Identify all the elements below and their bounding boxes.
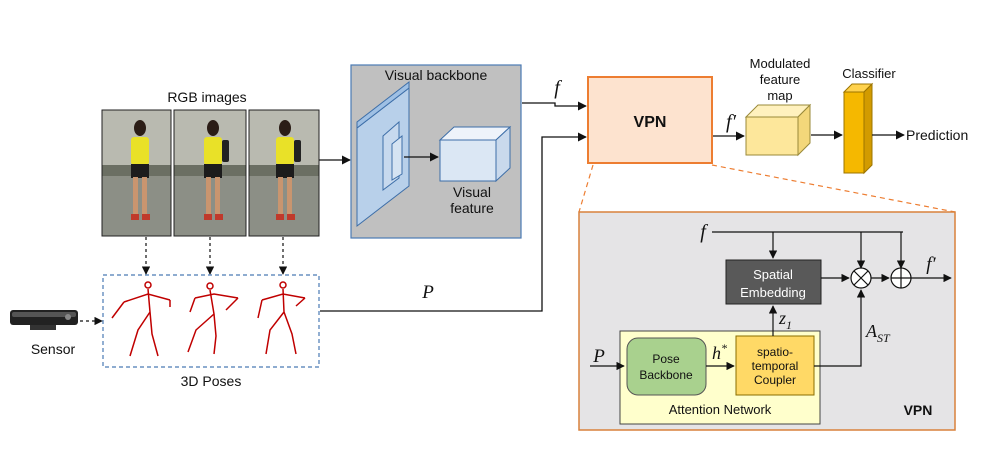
pose-backbone-label-1: Pose xyxy=(652,352,680,366)
pose-skeleton-1 xyxy=(111,281,171,357)
f-prime-inner-symbol: f′ xyxy=(926,254,936,275)
rgb-frame-3 xyxy=(248,109,320,237)
pose-backbone-block xyxy=(626,337,707,396)
p-inner-symbol: P xyxy=(592,346,605,367)
f-symbol: f xyxy=(554,77,562,99)
modulated-label-2: feature xyxy=(760,72,800,87)
visual-feature-cube xyxy=(438,125,512,183)
f-inner-symbol: f xyxy=(700,221,708,243)
modulated-label-1: Modulated xyxy=(750,56,811,71)
poses-box xyxy=(102,274,320,368)
rgb-frame-2 xyxy=(173,109,247,237)
visual-backbone-label: Visual backbone xyxy=(385,67,488,83)
multiply-operator xyxy=(850,267,872,289)
pose-skeleton-2 xyxy=(187,282,239,355)
zoom-guide-left xyxy=(578,164,594,213)
backbone-layers xyxy=(356,80,410,228)
add-operator xyxy=(890,267,912,289)
pose-backbone-label-2: Backbone xyxy=(639,368,693,382)
h-star-symbol: h* xyxy=(712,341,727,363)
vpn-label: VPN xyxy=(634,114,667,131)
p-symbol: P xyxy=(421,282,434,303)
zoom-guide-right xyxy=(711,164,956,213)
coupler-label-1: spatio- xyxy=(757,345,793,359)
spatial-embedding-label-2: Embedding xyxy=(740,285,806,300)
arrow-coupler-to-multiply xyxy=(814,289,866,367)
spatial-embedding-label-1: Spatial xyxy=(753,267,793,282)
a-st-symbol: AST xyxy=(865,321,891,345)
classifier-block xyxy=(842,82,874,175)
classifier-label: Classifier xyxy=(842,66,896,81)
f-prime-symbol: f′ xyxy=(726,111,737,133)
kinect-sensor xyxy=(10,310,78,330)
arrow-p-to-vpn xyxy=(320,132,587,312)
rgb-frame-1 xyxy=(101,109,172,237)
coupler-label-3: Coupler xyxy=(754,373,796,387)
rgb-images-label: RGB images xyxy=(167,89,246,105)
z1-symbol: z1 xyxy=(778,308,792,332)
spatio-temporal-coupler-block xyxy=(735,335,815,396)
coupler-label-2: temporal xyxy=(752,359,799,373)
poses-3d-label: 3D Poses xyxy=(181,373,242,389)
arrow-f-to-vpn xyxy=(522,101,587,111)
attention-network-label: Attention Network xyxy=(669,402,772,417)
vpn-detail-label: VPN xyxy=(904,402,933,418)
prediction-label: Prediction xyxy=(906,127,968,143)
sensor-label: Sensor xyxy=(31,341,76,357)
modulated-label-3: map xyxy=(767,88,792,103)
spatial-embedding-block xyxy=(725,259,822,305)
modulated-feature-map-cube xyxy=(744,103,812,157)
visual-feature-label-1: Visual xyxy=(453,184,491,200)
visual-feature-label-2: feature xyxy=(450,200,494,216)
pose-skeleton-3 xyxy=(257,281,306,355)
vpn-block xyxy=(587,76,713,164)
